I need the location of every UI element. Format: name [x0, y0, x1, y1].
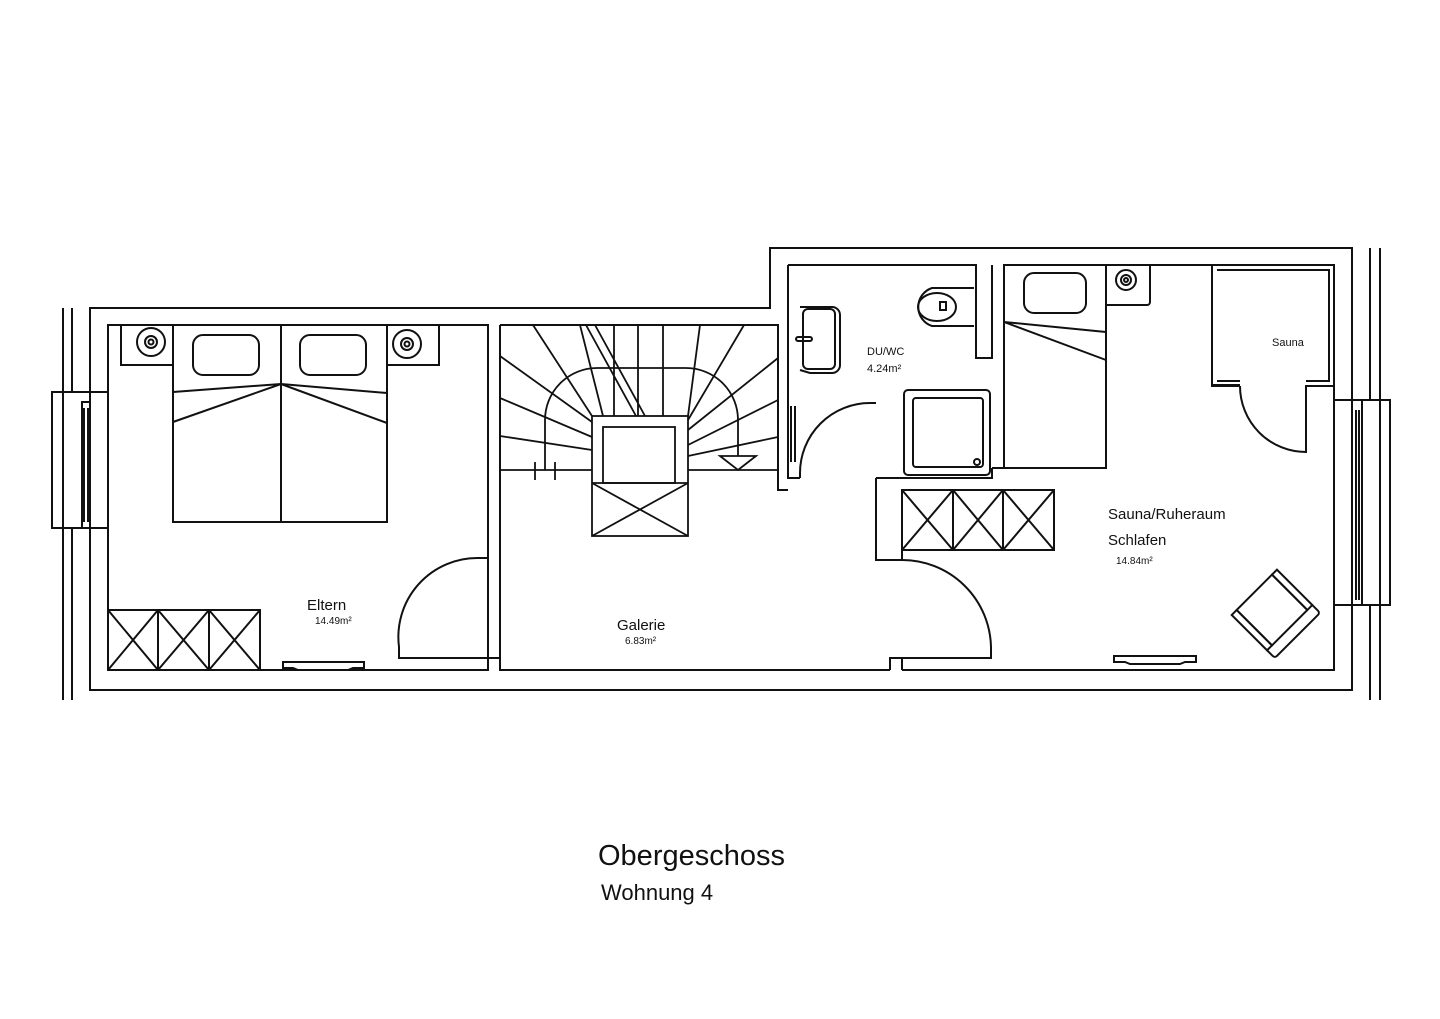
armchair-icon	[1230, 568, 1320, 658]
room-area-eltern: 14.49m²	[315, 616, 352, 627]
nightstand-right-icon	[386, 324, 440, 366]
staircase-icon	[499, 324, 779, 537]
room-label-duwc: DU/WC	[867, 346, 905, 358]
outer-wall-outer	[89, 247, 1353, 691]
right-exterior-lines	[1369, 248, 1381, 700]
left-exterior-lines	[62, 308, 91, 700]
room-area-galerie: 6.83m²	[625, 636, 657, 647]
towel-rail-icon	[790, 406, 796, 462]
room-label-sauna-ruheraum: Sauna/Ruheraum	[1108, 506, 1226, 523]
sauna-cabin-icon	[1211, 264, 1335, 454]
right-window	[1334, 390, 1391, 615]
door-duwc-icon	[799, 402, 876, 478]
sink-icon	[795, 306, 841, 374]
plan-subtitle: Wohnung 4	[601, 880, 714, 905]
wardrobe-eltern-icon	[107, 609, 261, 671]
room-label-galerie: Galerie	[617, 617, 666, 634]
galerie-inner-wall	[500, 324, 788, 491]
room-label-schlafen: Schlafen	[1108, 532, 1167, 549]
room-area-duwc: 4.24m²	[867, 363, 902, 375]
shower-icon	[903, 389, 991, 476]
plan-title: Obergeschoss	[598, 840, 785, 872]
room-area-sauna-ruheraum: 14.84m²	[1116, 556, 1153, 567]
radiator-sauna-room-icon	[1113, 655, 1197, 665]
door-eltern-icon	[397, 556, 488, 659]
room-label-sauna: Sauna	[1272, 337, 1304, 349]
nightstand-left-icon	[120, 324, 174, 366]
duwc-inner-wall	[788, 264, 993, 359]
room-label-eltern: Eltern	[307, 597, 347, 614]
sauna-room-inner-wall	[902, 264, 1335, 671]
nightstand-sauna-icon	[1106, 264, 1151, 306]
radiator-eltern-icon	[282, 661, 365, 671]
double-bed-icon	[172, 324, 388, 523]
left-window	[51, 391, 91, 529]
toilet-icon	[917, 287, 974, 327]
wardrobe-sauna-room-icon	[901, 489, 1055, 551]
single-bed-icon	[1003, 264, 1107, 469]
door-sauna-room-icon	[901, 559, 992, 659]
